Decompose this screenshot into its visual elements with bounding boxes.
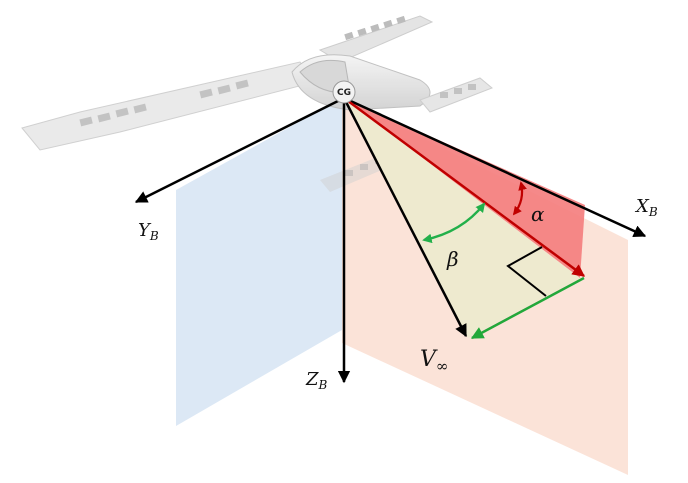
- xb-symbol: X: [634, 196, 650, 217]
- velocity-label: V∞: [420, 347, 448, 375]
- yb-axis: [134, 96, 345, 204]
- xb-axis: [343, 96, 647, 238]
- yb-subscript: B: [149, 229, 159, 243]
- alpha-label: α: [531, 202, 545, 226]
- right-angle-marker: [506, 246, 547, 297]
- zb-symbol: Z: [305, 369, 319, 390]
- beta-label: β: [446, 247, 459, 271]
- velocity-subscript: ∞: [436, 357, 449, 375]
- cg-marker: CG: [332, 80, 356, 104]
- zb-label: ZB: [305, 369, 328, 392]
- alpha-arc: [512, 181, 527, 216]
- cg-label: CG: [337, 88, 351, 98]
- yb-symbol: Y: [138, 220, 152, 241]
- velocity-vector: [342, 97, 468, 338]
- beta-arc: [422, 202, 486, 244]
- xb-subscript: B: [648, 205, 658, 219]
- lateral-component-arrow: [470, 276, 585, 340]
- zb-subscript: B: [318, 378, 328, 392]
- velocity-symbol: V: [420, 347, 438, 372]
- velocity-projection-arrow: [343, 96, 586, 278]
- xb-label: XB: [634, 196, 658, 219]
- yz-plane: [176, 98, 342, 426]
- yb-label: YB: [138, 220, 159, 243]
